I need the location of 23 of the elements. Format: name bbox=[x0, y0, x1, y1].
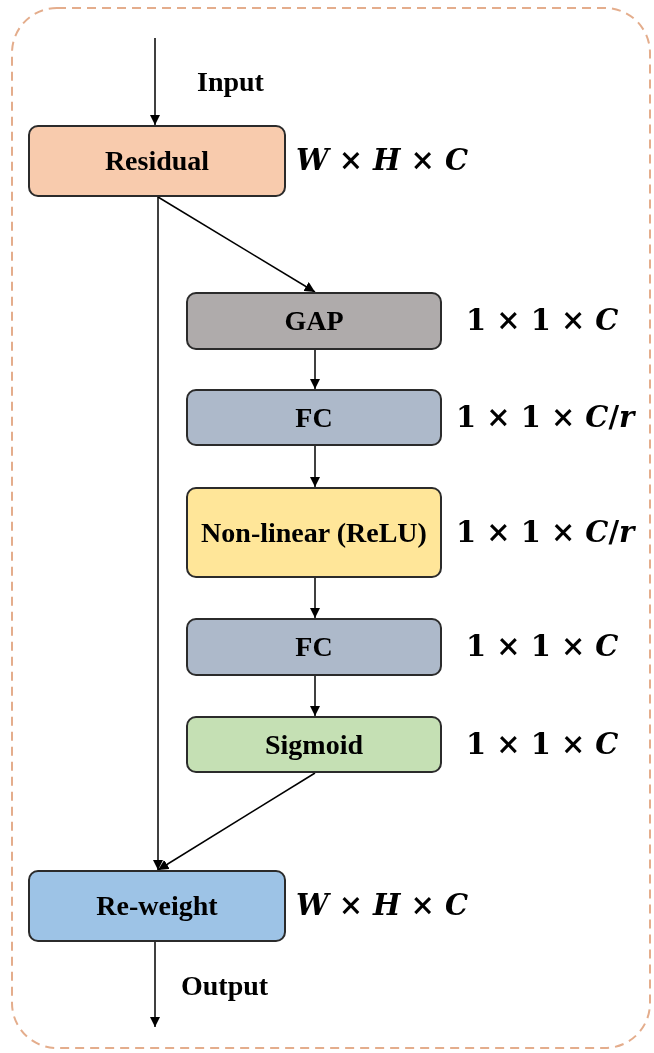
arrow bbox=[149, 941, 161, 1028]
process-box: FC bbox=[186, 389, 442, 446]
dimension-text: W × H × C bbox=[296, 142, 469, 180]
process-box: Re-weight bbox=[28, 870, 286, 942]
dimension-text: 1 × 1 × C bbox=[466, 628, 619, 666]
arrow bbox=[152, 196, 164, 871]
arrow bbox=[309, 445, 321, 488]
dimension-text: 1 × 1 × C bbox=[466, 725, 619, 763]
arrow bbox=[149, 37, 161, 126]
arrow bbox=[309, 577, 321, 619]
dimension-text: 1 × 1 × C/r bbox=[456, 513, 635, 551]
process-box: FC bbox=[186, 618, 442, 676]
process-box: Non-linear (ReLU) bbox=[186, 487, 442, 578]
dimension-text: 1 × 1 × C bbox=[466, 302, 619, 340]
dimension-text: W × H × C bbox=[296, 887, 469, 925]
process-box: Sigmoid bbox=[186, 716, 442, 773]
process-box: GAP bbox=[186, 292, 442, 350]
process-box: Residual bbox=[28, 125, 286, 197]
arrow bbox=[157, 772, 316, 871]
dimension-text: 1 × 1 × C/r bbox=[456, 398, 635, 436]
arrow bbox=[157, 196, 316, 293]
arrow bbox=[309, 675, 321, 717]
arrow bbox=[309, 349, 321, 390]
